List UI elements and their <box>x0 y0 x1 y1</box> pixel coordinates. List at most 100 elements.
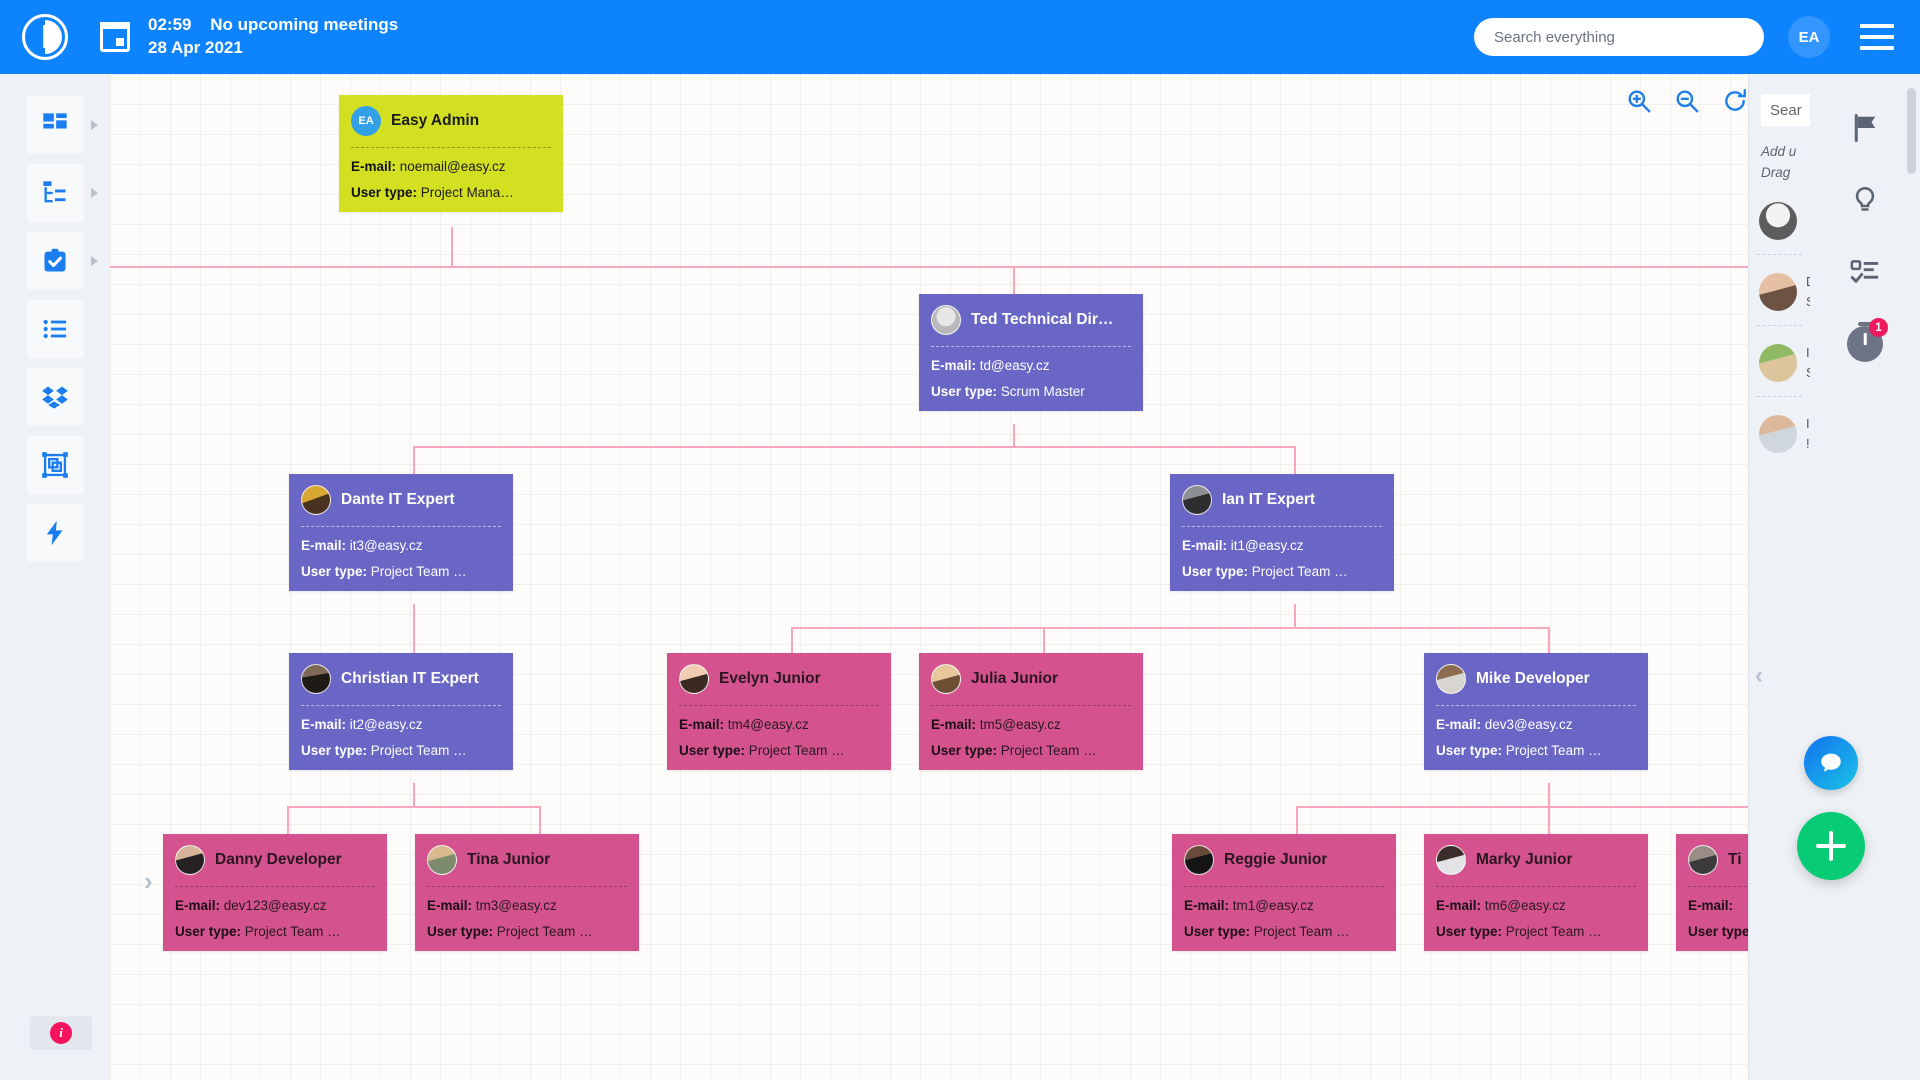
divider <box>351 147 551 148</box>
card-usertype-row: User type: Project Mana… <box>351 185 514 200</box>
connector-line <box>1043 627 1045 653</box>
card-person-name: Ian IT Expert <box>1222 491 1316 508</box>
add-button[interactable] <box>1797 812 1865 880</box>
sidebar-item-lists[interactable] <box>26 300 84 358</box>
expand-sidebar-chevron-icon[interactable]: › <box>144 866 153 896</box>
card-header: Julia Junior <box>919 653 1143 705</box>
connector-line <box>539 806 541 834</box>
search-input[interactable] <box>1474 18 1764 56</box>
card-email-row: E-mail: dev3@easy.cz <box>1436 717 1573 732</box>
sidebar-item-files[interactable] <box>26 368 84 426</box>
bullet-list-icon <box>43 319 67 339</box>
card-person-name: Easy Admin <box>391 112 480 129</box>
card-header: Marky Junior <box>1424 834 1648 886</box>
avatar <box>1759 272 1797 311</box>
zoom-in-button[interactable] <box>1626 88 1652 114</box>
divider <box>1757 253 1802 255</box>
calendar-icon[interactable] <box>100 22 130 52</box>
avatar <box>427 845 457 875</box>
sidebar-item-projects-tree[interactable] <box>26 164 98 222</box>
panel-user-item[interactable]: D S <box>1759 269 1810 315</box>
card-person-name: Christian IT Expert <box>341 670 479 687</box>
right-icon-rail: 1 <box>1810 74 1920 1080</box>
chevron-right-icon <box>91 120 98 130</box>
chevron-right-icon <box>91 256 98 266</box>
current-date: 28 Apr 2021 <box>148 38 243 57</box>
rail-item-flag[interactable] <box>1834 92 1896 164</box>
rail-item-timer[interactable]: 1 <box>1834 308 1896 380</box>
card-email-row: E-mail: it2@easy.cz <box>301 717 423 732</box>
vertical-scrollbar-thumb[interactable] <box>1907 88 1916 174</box>
hamburger-menu-icon[interactable] <box>1860 24 1894 50</box>
connector-line <box>1296 806 1750 808</box>
panel-user-item[interactable] <box>1759 198 1810 244</box>
checklist-icon <box>1850 260 1879 283</box>
divider <box>427 886 627 887</box>
rail-item-ideas[interactable] <box>1834 164 1896 236</box>
chat-button[interactable] <box>1804 736 1858 790</box>
card-person-name: Dante IT Expert <box>341 491 455 508</box>
card-person-name: Mike Developer <box>1476 670 1590 687</box>
current-time: 02:59 <box>148 15 192 35</box>
connector-line <box>791 627 793 653</box>
lightning-bolt-icon <box>46 520 63 546</box>
card-person-name: Julia Junior <box>971 670 1058 687</box>
divider <box>931 346 1131 347</box>
divider <box>1757 324 1802 326</box>
sidebar-item-design[interactable]: › <box>26 436 153 896</box>
divider <box>301 526 501 527</box>
connector-line <box>1013 266 1015 294</box>
connector-line <box>413 446 1294 448</box>
collapse-panel-chevron-icon[interactable]: ‹ <box>1755 662 1763 689</box>
card-usertype-row: User type: Project Team … <box>679 743 845 758</box>
power-logo-icon[interactable] <box>22 14 68 60</box>
connector-line <box>413 446 415 474</box>
panel-user-item[interactable]: I ! <box>1759 411 1810 457</box>
card-usertype-row: User type: Scrum Master <box>931 384 1085 399</box>
lightbulb-icon <box>1855 186 1875 211</box>
panel-search-input[interactable] <box>1761 94 1810 126</box>
rail-item-my-tasks[interactable] <box>1834 236 1896 308</box>
info-indicator[interactable]: i <box>30 1016 92 1050</box>
user-avatar[interactable]: EA <box>1788 16 1830 58</box>
sidebar-item-tasks[interactable] <box>26 232 98 290</box>
zoom-out-button[interactable] <box>1674 88 1700 114</box>
sidebar-item-automation[interactable] <box>26 504 84 562</box>
connector-line <box>451 227 453 266</box>
divider <box>1688 886 1750 887</box>
card-email-row: E-mail: noemail@easy.cz <box>351 159 506 174</box>
sidebar-item-dashboard[interactable] <box>26 96 98 154</box>
panel-user-meta: D S <box>1806 272 1810 311</box>
panel-user-item[interactable]: I S <box>1759 340 1810 386</box>
avatar <box>175 845 205 875</box>
artboard-icon <box>42 452 68 478</box>
card-email-row: E-mail: tm1@easy.cz <box>1184 898 1314 913</box>
avatar <box>931 305 961 335</box>
reset-view-button[interactable] <box>1722 88 1748 114</box>
divider <box>175 886 375 887</box>
avatar <box>1182 485 1212 515</box>
meeting-info[interactable]: 02:59 No upcoming meetings 28 Apr 2021 <box>148 14 398 59</box>
avatar <box>1436 845 1466 875</box>
connector-line <box>413 783 415 806</box>
panel-user-meta: I ! <box>1806 416 1810 451</box>
